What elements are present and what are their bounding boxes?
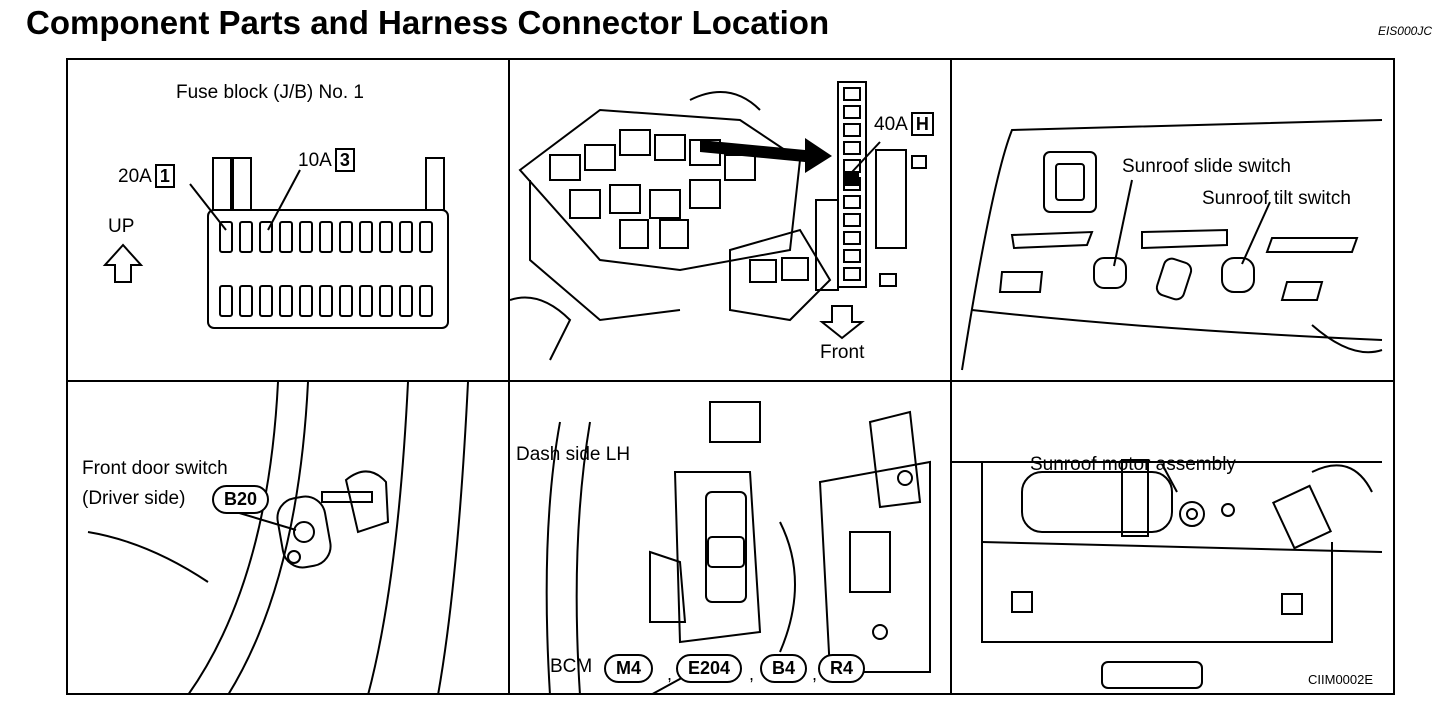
fuse-slot xyxy=(259,285,273,317)
connector-e204: E204 xyxy=(676,654,743,683)
fuse-slot xyxy=(219,285,233,317)
fuse-slot xyxy=(299,285,313,317)
bcm-label: BCM xyxy=(550,656,593,677)
grid-divider xyxy=(950,60,952,693)
dash-side-label: Dash side LH xyxy=(516,444,631,465)
relay-fuse-slot xyxy=(843,87,861,101)
fuse-slot xyxy=(419,285,433,317)
fuse-slot xyxy=(319,221,333,253)
fuse-slot xyxy=(339,285,353,317)
connector-r4: R4 xyxy=(818,654,866,683)
relay-fuse-slot xyxy=(843,249,861,263)
connector-b20: B20 xyxy=(212,485,270,514)
door-switch-label-line1: Front door switch xyxy=(82,458,228,479)
fuse-slot xyxy=(319,285,333,317)
relay-fuse-slot xyxy=(843,195,861,209)
relay-fuse-slot xyxy=(843,213,861,227)
image-id: CIIM0002E xyxy=(1308,672,1374,687)
fuse-slot xyxy=(279,221,293,253)
relay-fuse-slot xyxy=(843,141,861,155)
sunroof-slide-label: Sunroof slide switch xyxy=(1122,156,1291,177)
fuse-block-drawing xyxy=(102,157,449,329)
door-pillar-drawing xyxy=(87,382,469,695)
fuse-3-number: 3 xyxy=(334,148,355,172)
relay-fuse-slot xyxy=(843,267,861,281)
overhead-console-drawing xyxy=(961,119,1383,371)
dash-side-panel: Dash side LH BCM M4 , E204 , B4 , R4 xyxy=(510,382,950,695)
sunroof-motor-label: Sunroof motor assembly xyxy=(1030,454,1236,475)
relay-fuse-slot xyxy=(843,231,861,245)
fuse-block-label: Fuse block (J/B) No. 1 xyxy=(176,82,364,103)
fuse-slot xyxy=(259,221,273,253)
arrow-icon xyxy=(700,138,832,173)
door-switch-label-line2: (Driver side) xyxy=(82,488,186,509)
connector-separator: , xyxy=(749,664,755,684)
grid-divider xyxy=(68,380,1393,382)
relay-letter: H xyxy=(910,112,934,136)
relay-box-drawing xyxy=(510,81,927,361)
fuse-slot xyxy=(239,285,253,317)
fuse-slot xyxy=(359,285,373,317)
fuse-slot xyxy=(299,221,313,253)
dash-side-drawing xyxy=(545,401,931,695)
connector-m4: M4 xyxy=(604,654,654,683)
door-switch-panel: Front door switch (Driver side) B20 xyxy=(68,382,508,695)
sunroof-tilt-label: Sunroof tilt switch xyxy=(1202,188,1351,209)
up-arrow-icon xyxy=(102,243,144,283)
fuse-slot xyxy=(359,221,373,253)
down-arrow-icon xyxy=(819,305,865,340)
fuse-3-rating: 10A xyxy=(298,150,332,171)
connector-separator: , xyxy=(812,664,818,684)
fuse-1-number: 1 xyxy=(154,164,175,188)
sunroof-motor-panel: Sunroof motor assembly CIIM0002E xyxy=(952,382,1395,695)
relay-fuse-slot xyxy=(843,105,861,119)
fuse-slot xyxy=(219,221,233,253)
connector-b4: B4 xyxy=(760,654,808,683)
page-title: Component Parts and Harness Connector Lo… xyxy=(26,4,830,41)
fuse-slot xyxy=(399,285,413,317)
fuse-slot xyxy=(339,221,353,253)
fuse-slot xyxy=(399,221,413,253)
relay-rating: 40A xyxy=(874,114,908,135)
front-label: Front xyxy=(820,342,865,363)
reference-code: EIS000JC xyxy=(1377,24,1432,38)
fuse-1-rating: 20A xyxy=(118,166,152,187)
sunroof-switch-panel: Sunroof slide switch Sunroof tilt switch xyxy=(952,60,1395,380)
relay-fuse-slot xyxy=(843,123,861,137)
sunroof-motor-drawing xyxy=(952,459,1383,689)
fuse-slot xyxy=(239,221,253,253)
fuse-slot xyxy=(419,221,433,253)
up-label: UP xyxy=(108,216,135,237)
fuse-slot xyxy=(379,221,393,253)
grid-divider xyxy=(508,60,510,693)
fuse-slot xyxy=(379,285,393,317)
fuse-slot xyxy=(279,285,293,317)
connector-separator: , xyxy=(667,664,673,684)
